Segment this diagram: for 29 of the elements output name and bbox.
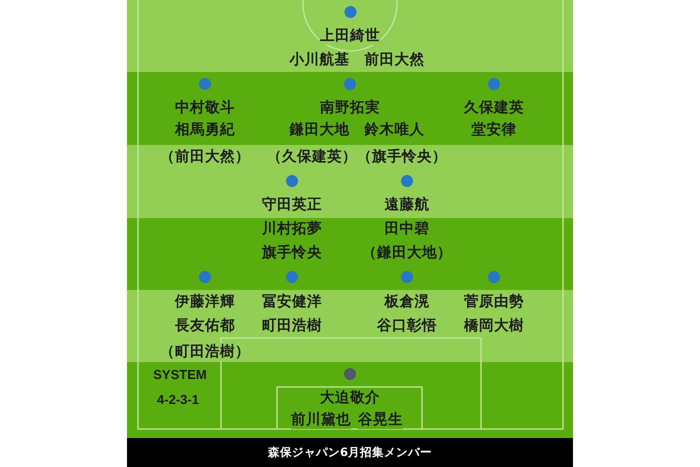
player-name: 遠藤航	[384, 196, 430, 214]
player-name: 上田綺世	[320, 27, 380, 45]
player-name: 中村敬斗	[175, 99, 235, 117]
player-name: 谷晃生	[358, 411, 403, 429]
player-name: 相馬勇紀	[175, 121, 235, 139]
player-name: 小川航基	[290, 51, 350, 69]
player-name: 冨安健洋	[262, 293, 322, 311]
player-name: 守田英正	[262, 196, 322, 214]
player-name: 前田大然	[364, 51, 424, 69]
formation-label: 4-2-3-1	[157, 392, 199, 408]
system-label: SYSTEM	[153, 367, 207, 383]
player-name: 鈴木唯人	[364, 121, 424, 139]
player-name: 南野拓実	[320, 99, 380, 117]
player-name: 菅原由勢	[464, 293, 524, 311]
player-name: 橋岡大樹	[464, 317, 524, 335]
player-name: 町田浩樹	[262, 317, 322, 335]
player-name: 長友佑都	[175, 317, 235, 335]
player-name: 川村拓夢	[262, 220, 322, 238]
player-name: 鎌田大地	[290, 121, 350, 139]
player-name: 田中碧	[384, 220, 430, 238]
player-name: 伊藤洋輝	[175, 293, 235, 311]
player-name: 前川黛也	[291, 411, 351, 429]
player-name: 大迫敬介	[320, 389, 380, 407]
player-name: 堂安律	[472, 121, 516, 139]
player-name: 谷口彰悟	[377, 317, 437, 335]
player-name: 板倉滉	[384, 293, 430, 311]
caption-banner: 森保ジャパン6月招集メンバー	[127, 438, 573, 467]
player-name: 旗手怜央	[262, 244, 322, 262]
player-name: 久保建英	[464, 99, 524, 117]
